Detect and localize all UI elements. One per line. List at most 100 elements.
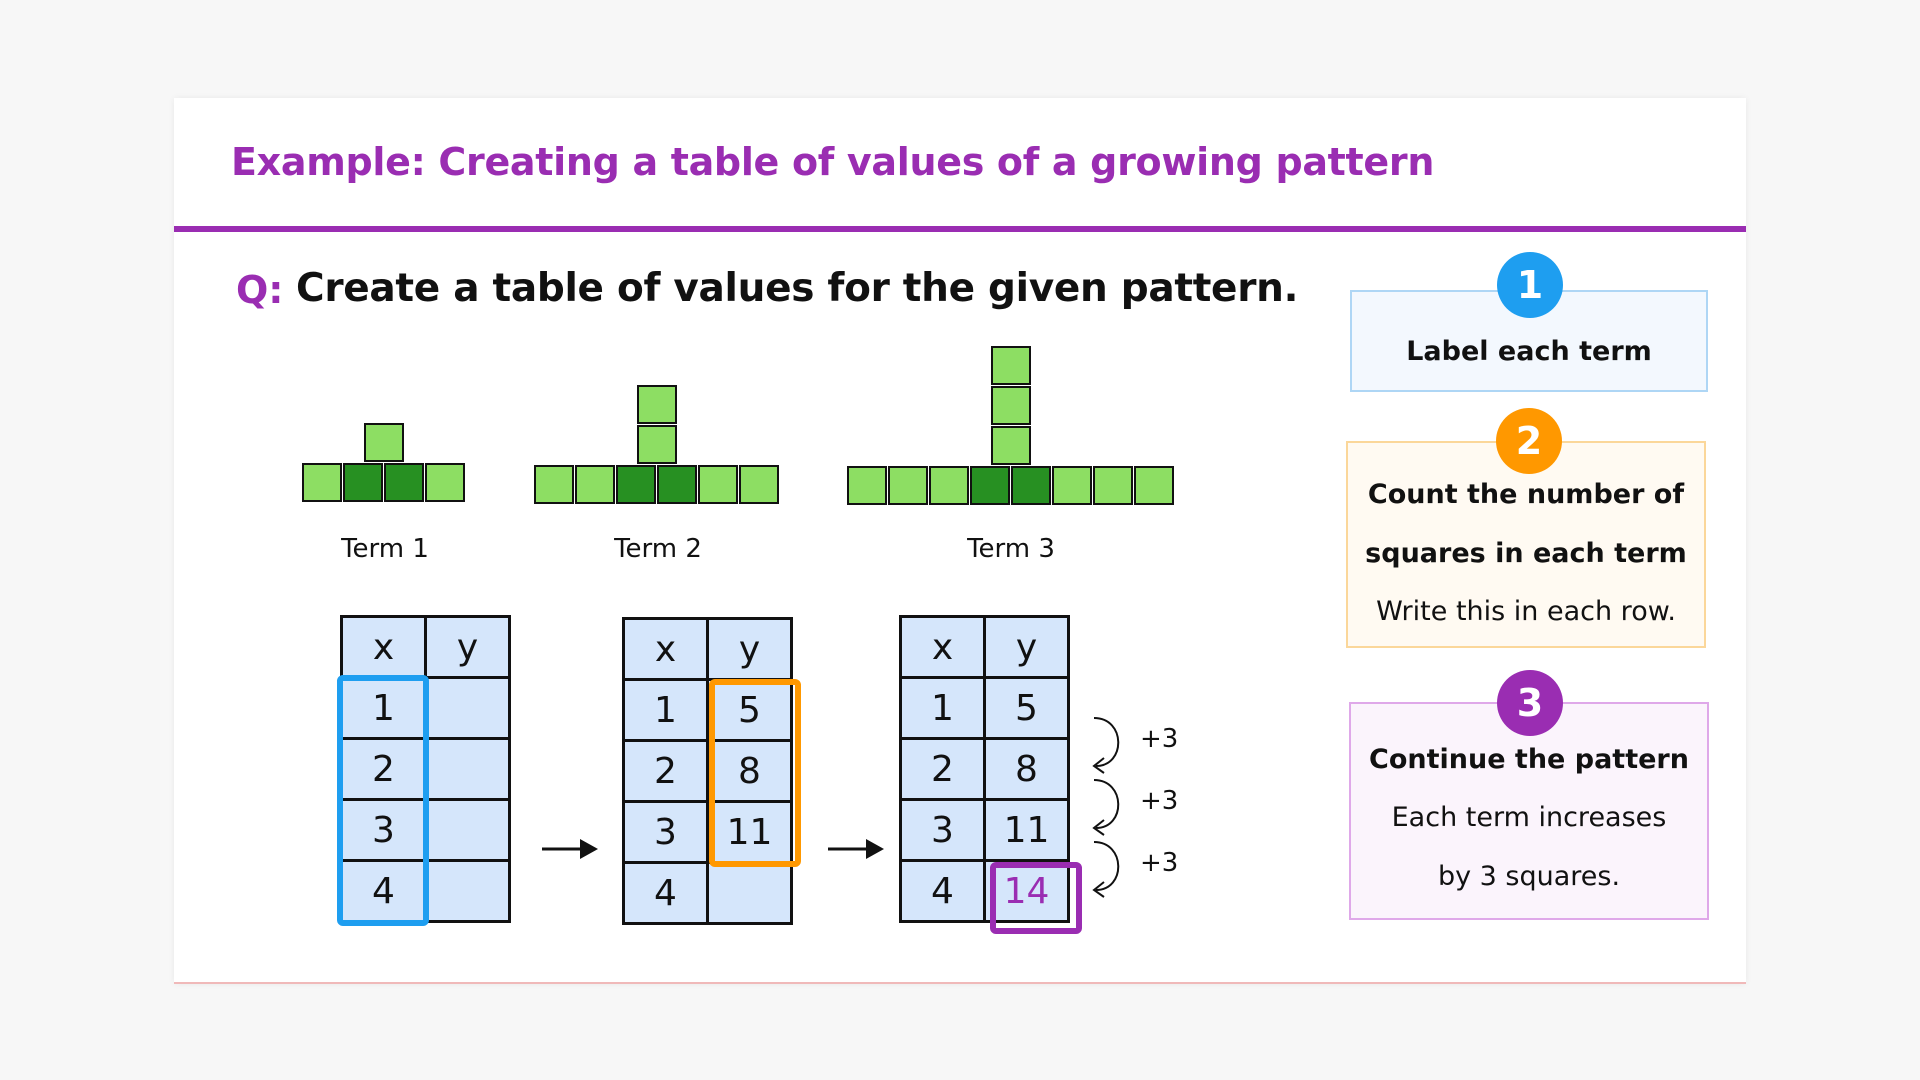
step-3-number-badge: 3 [1497,670,1563,736]
step-2-number-badge: 2 [1496,408,1562,474]
header-y: y [983,615,1070,679]
cell-x: 4 [622,861,709,925]
table-row: 1 5 [899,676,1070,740]
header-x: x [899,615,986,679]
pattern-square [888,466,928,505]
pattern-stack-square [364,423,404,462]
step-2-card: 2 Count the number of squares in each te… [1346,408,1706,648]
table-row: 2 8 [899,737,1070,801]
step-1-number-badge: 1 [1497,252,1563,318]
step-3-card: 3 Continue the pattern Each term increas… [1349,670,1709,920]
cell-x: 2 [340,737,427,801]
table-row: 3 11 [899,798,1070,862]
pattern-square [1093,466,1133,505]
values-table-2: x y 1 5 2 8 3 11 4 [622,617,793,925]
increment-label: +3 [1140,724,1179,754]
pattern-square [302,463,342,502]
pattern-square [1052,466,1092,505]
cell-x: 3 [622,800,709,864]
pattern-stack-square [991,386,1031,425]
pattern-square [657,465,697,504]
cell-y: 11 [706,800,793,864]
page-title: Example: Creating a table of values of a… [231,140,1435,184]
pattern-stack-square [991,426,1031,465]
table-row: 4 14 [899,859,1070,923]
step-2-heading-line-2: squares in each term [1365,538,1687,569]
cell-y: 5 [706,678,793,742]
increment-label: +3 [1140,848,1179,878]
table-row: 1 [340,676,511,740]
cell-y [706,861,793,925]
pattern-square [384,463,424,502]
header-x: x [622,617,709,681]
cell-x: 4 [340,859,427,923]
step-1-heading: Label each term [1406,336,1652,367]
title-divider [174,226,1746,232]
cell-x: 2 [899,737,986,801]
pattern-stack-square [637,425,677,464]
cell-y [424,676,511,740]
term-1-label: Term 1 [341,534,429,564]
step-3-heading: Continue the pattern [1369,744,1689,775]
term-3-label: Term 3 [967,534,1055,564]
table-row: 2 8 [622,739,793,803]
pattern-square [698,465,738,504]
increment-arrows-icon [1092,717,1120,898]
table-header-row: x y [340,615,511,679]
values-table-3: x y 1 5 2 8 3 11 4 14 [899,615,1070,923]
cell-x: 1 [622,678,709,742]
pattern-square [970,466,1010,505]
cell-y: 11 [983,798,1070,862]
table-row: 4 [340,859,511,923]
cell-y: 8 [983,737,1070,801]
step-3-detail-line-1: Each term increases [1391,802,1667,833]
arrow-right-icon [828,839,884,859]
cell-x: 1 [899,676,986,740]
cell-x: 3 [899,798,986,862]
arrow-right-icon [542,839,598,859]
increment-label: +3 [1140,786,1179,816]
cell-x: 4 [899,859,986,923]
step-2-heading-line-1: Count the number of [1367,479,1685,510]
cell-y: 8 [706,739,793,803]
pattern-square [1134,466,1174,505]
pattern-stack-square [637,385,677,424]
cell-y: 5 [983,676,1070,740]
table-row: 3 11 [622,800,793,864]
step-3-detail-line-2: by 3 squares. [1437,861,1621,892]
slide: Example: Creating a table of values of a… [174,98,1746,984]
cell-y [424,798,511,862]
x-column-highlight [337,675,429,926]
header-y: y [706,617,793,681]
question-label: Q: [236,268,284,312]
pattern-square [534,465,574,504]
table-row: 2 [340,737,511,801]
question-text: Create a table of values for the given p… [296,266,1299,311]
cell-x: 2 [622,739,709,803]
table-header-row: x y [899,615,1070,679]
step-2-detail: Write this in each row. [1376,596,1676,627]
header-x: x [340,615,427,679]
pattern-square [1011,466,1051,505]
table-row: 1 5 [622,678,793,742]
cell-y [424,859,511,923]
pattern-stack-square [991,346,1031,385]
new-value-highlight [990,862,1082,934]
cell-y-new-value: 14 [983,859,1070,923]
pattern-square [929,466,969,505]
pattern-square [575,465,615,504]
pattern-square [847,466,887,505]
pattern-square [343,463,383,502]
pattern-square [425,463,465,502]
table-row: 4 [622,861,793,925]
cell-x: 3 [340,798,427,862]
cell-y [424,737,511,801]
pattern-square [616,465,656,504]
term-2-label: Term 2 [614,534,702,564]
table-header-row: x y [622,617,793,681]
pattern-square [739,465,779,504]
values-table-1: x y 1 2 3 4 [340,615,511,923]
y-values-highlight [709,679,801,867]
header-y: y [424,615,511,679]
step-1-card: 1 Label each term [1350,252,1708,392]
